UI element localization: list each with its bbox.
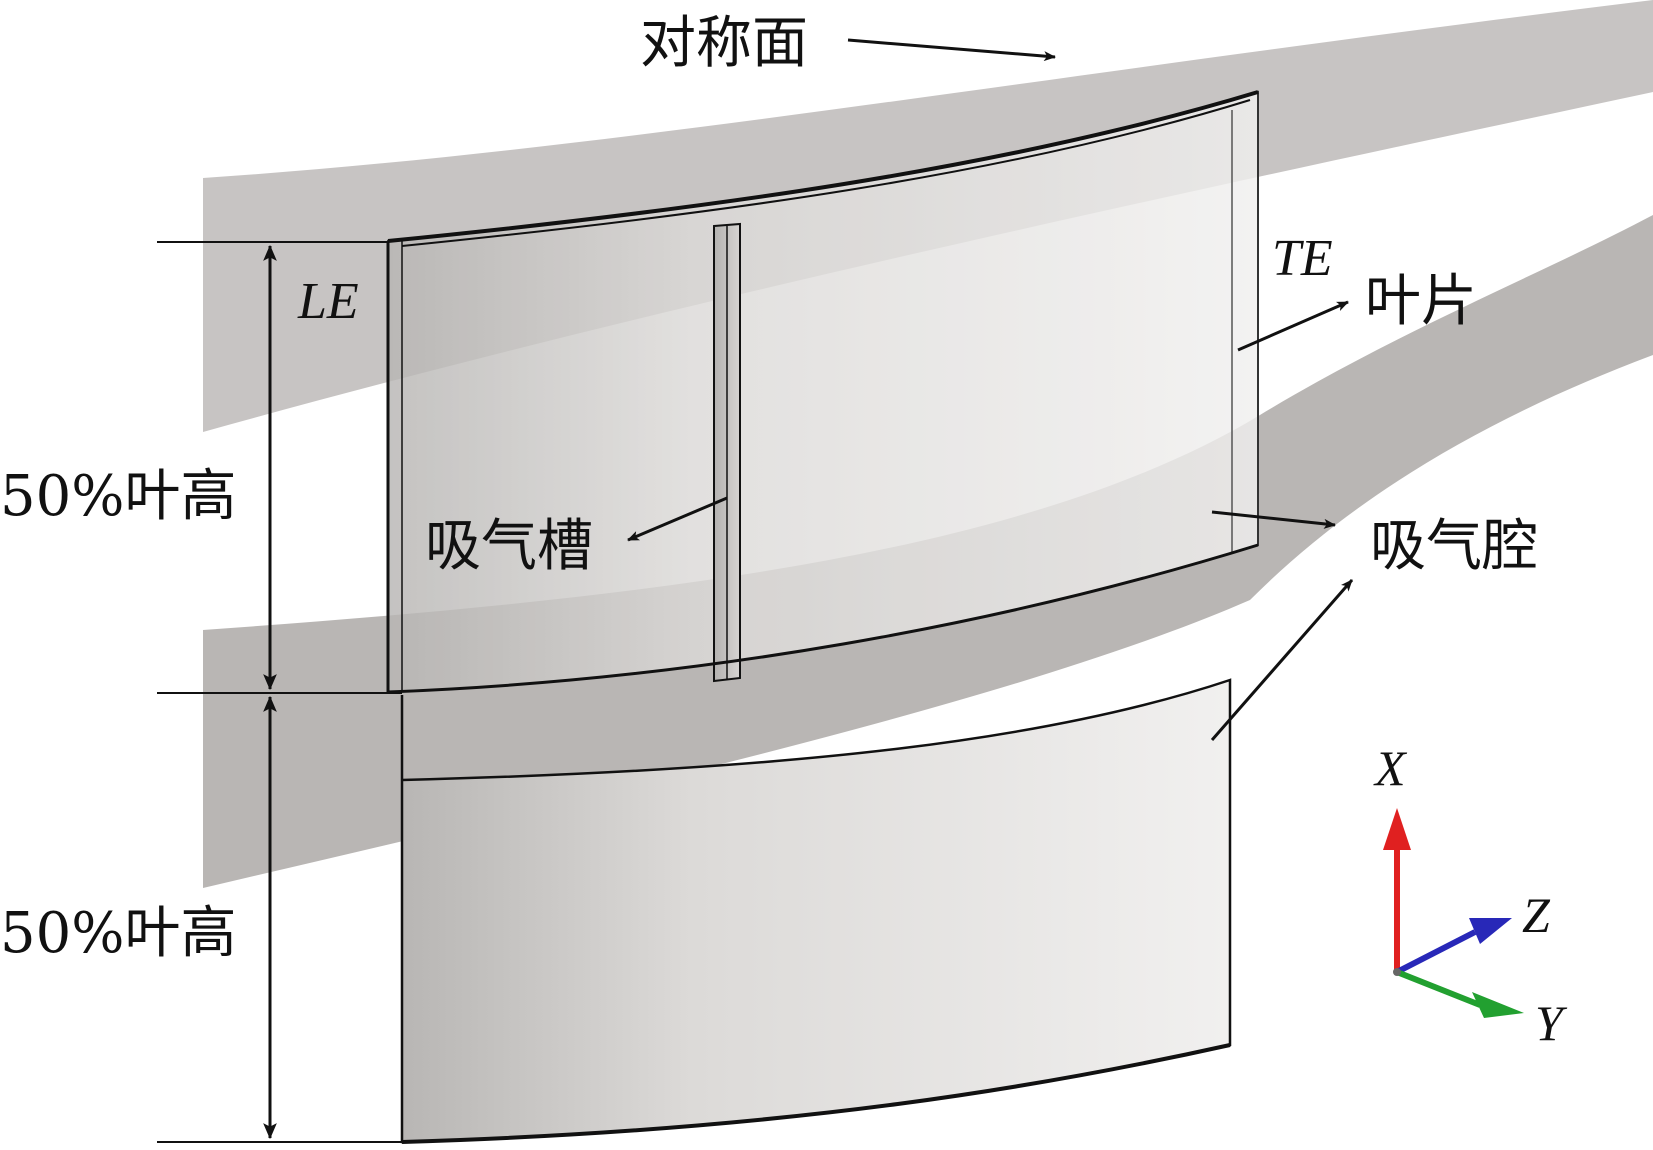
upper-half-height-label: 50%叶高	[0, 464, 236, 529]
blade-mid-edge	[387, 543, 1259, 694]
axis-y-label: Y	[1535, 995, 1568, 1051]
axis-x-label: X	[1373, 740, 1408, 796]
axis-x-arrowhead	[1383, 808, 1411, 850]
leading-edge-label: LE	[297, 273, 359, 330]
symmetry-plane-arrow	[847, 38, 1056, 62]
suction-cavity-arrow-lower	[1210, 579, 1354, 741]
suction-slot-label: 吸气槽	[425, 514, 593, 579]
axis-z-label: Z	[1522, 887, 1551, 943]
axis-y-arrowhead	[1472, 992, 1524, 1018]
trailing-edge-label: TE	[1272, 230, 1333, 287]
blade-label: 叶片	[1365, 269, 1477, 334]
suction-slot-arrow	[627, 496, 728, 542]
axis-z-line	[1395, 929, 1477, 975]
axis-y-line	[1395, 969, 1482, 1008]
axis-z-arrowhead	[1469, 918, 1512, 944]
blade-tip-edge	[387, 90, 1259, 243]
suction-cavity-label: 吸气腔	[1370, 514, 1538, 579]
symmetry-plane-label: 对称面	[640, 11, 808, 76]
coordinate-axes	[1383, 808, 1524, 1018]
lower-half-height-label: 50%叶高	[0, 901, 236, 966]
blade-tip-inner-edge	[401, 99, 1251, 247]
lower-blade-base-edge	[401, 1043, 1231, 1144]
axis-origin	[1393, 968, 1401, 976]
blade-arrow	[1237, 300, 1349, 352]
suction-cavity-arrow-upper	[1211, 510, 1336, 529]
